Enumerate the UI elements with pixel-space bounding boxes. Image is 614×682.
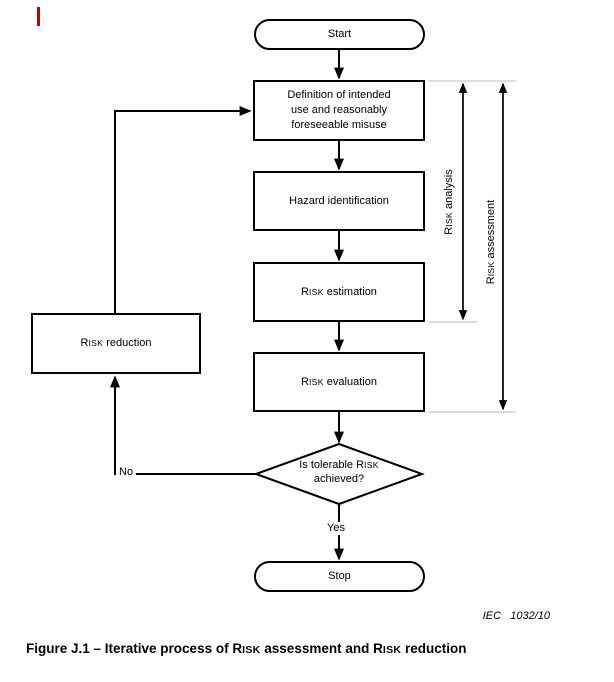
decision-diamond-shape <box>253 442 425 506</box>
edge-reduction-definition <box>114 106 252 313</box>
risk-estimation-label: RISK estimation <box>301 285 377 298</box>
figure-caption: Figure J.1 – Iterative process of RISK a… <box>26 641 467 656</box>
start-terminal: Start <box>254 19 425 50</box>
hazard-identification-label: Hazard identification <box>289 194 389 207</box>
no-edge-label: No <box>116 466 137 479</box>
risk-reduction-label: RISK reduction <box>80 337 152 349</box>
risk-evaluation-box: RISK evaluation <box>253 352 425 412</box>
risk-estimation-box: RISK estimation <box>253 262 425 322</box>
definition-box: Definition of intended use and reasonabl… <box>253 80 425 141</box>
margin-change-bar <box>37 7 40 26</box>
risk-analysis-bracket-label: RISK analysis <box>443 169 455 235</box>
risk-assessment-bracket-label: RISK assessment <box>485 199 497 285</box>
start-label: Start <box>327 28 352 40</box>
iec-reference: IEC 1032/10 <box>482 610 550 622</box>
decision-diamond-label: Is tolerable RISK achieved? <box>299 459 379 485</box>
stop-terminal: Stop <box>254 561 425 592</box>
risk-evaluation-label: RISK evaluation <box>301 375 377 388</box>
risk-reduction-box: RISK reduction <box>31 313 201 374</box>
hazard-identification-box: Hazard identification <box>253 171 425 231</box>
edge-decision-reduction-no <box>110 375 256 475</box>
definition-label: Definition of intended use and reasonabl… <box>287 89 391 131</box>
stop-label: Stop <box>328 570 351 582</box>
yes-edge-label: Yes <box>324 522 348 535</box>
